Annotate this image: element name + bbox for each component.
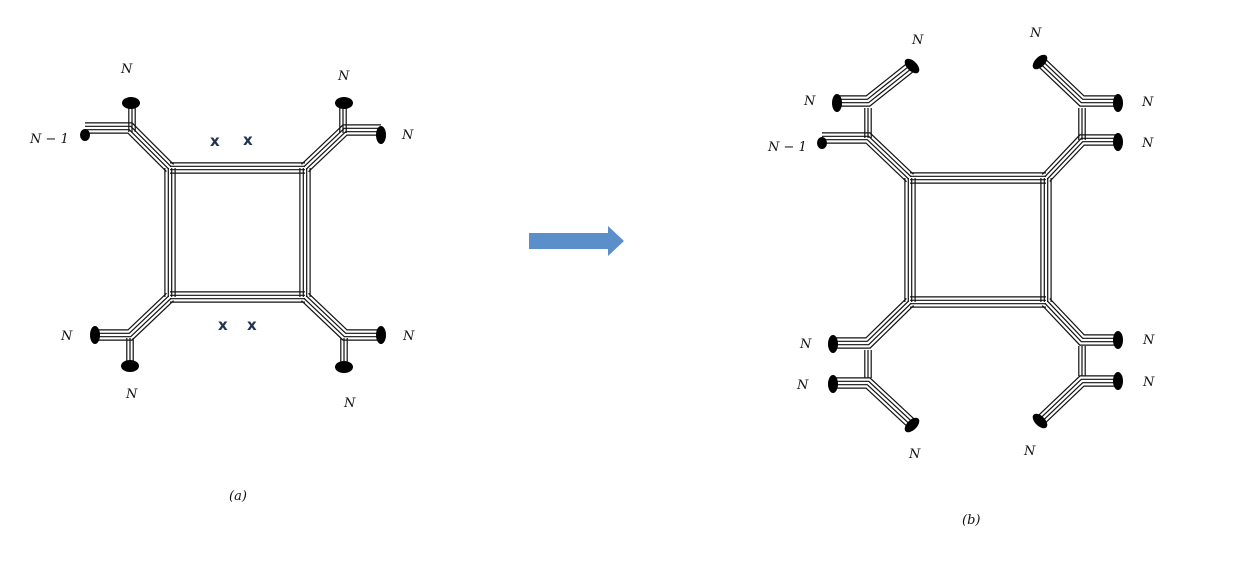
label-b-tl-upper: N <box>803 94 816 109</box>
b-bl-lower-strand-1 <box>833 377 916 421</box>
label-a-bottom-left-lower: N <box>125 387 138 402</box>
mark-a-bottom-left: x <box>218 316 228 334</box>
b-bl-lower-strand-4 <box>833 387 909 429</box>
label-b-bl-lower: N <box>796 378 809 393</box>
endpoint-caps <box>80 54 1123 433</box>
b-tl-upper-strand-4 <box>838 69 916 107</box>
a-tr-side-strand-4 <box>308 134 381 173</box>
label-a-top-left-side: N − 1 <box>29 132 69 147</box>
b-cap-tr-upper <box>1113 94 1123 112</box>
a-cap-tl-side <box>80 129 90 141</box>
label-b-tr-diag: N <box>1029 26 1042 41</box>
b-cap-br-lower <box>1113 372 1123 390</box>
b-bl-side-strand-4 <box>833 297 907 339</box>
b-cap-tr-diag <box>1032 54 1048 70</box>
label-b-br-side: N <box>1142 333 1155 348</box>
a-cap-bl-side <box>90 326 100 344</box>
b-cap-tl-diag <box>904 58 920 74</box>
a-tr-side-strand-2 <box>303 127 381 168</box>
a-bl-side-strand-1 <box>94 300 174 341</box>
a-bl-side-strand-3 <box>94 295 170 334</box>
b-cap-bl-lower <box>828 375 838 393</box>
label-b-tl-side: N − 1 <box>767 140 807 155</box>
a-br-side-strand-2 <box>305 295 381 334</box>
b-br-lower-strand-1 <box>1043 385 1118 426</box>
b-bl-side-strand-1 <box>833 305 915 349</box>
label-a-bottom-right-lower: N <box>343 396 356 411</box>
caption-a: (a) <box>229 489 247 504</box>
b-cap-tr-side <box>1113 133 1123 151</box>
b-tr-upper-strand-2 <box>1038 61 1118 104</box>
label-b-tr-side: N <box>1141 136 1154 151</box>
b-br-side-strand-3 <box>1044 302 1118 343</box>
b-tl-side-strand-4 <box>822 132 914 175</box>
b-tr-side-strand-1 <box>1041 134 1118 175</box>
b-tr-upper-strand-4 <box>1043 56 1118 97</box>
b-bl-side-strand-3 <box>833 300 910 342</box>
mark-a-bottom-right: x <box>247 316 257 334</box>
label-a-top-right-upper: N <box>337 69 350 84</box>
b-cap-br-side <box>1113 331 1123 349</box>
b-br-lower-strand-4 <box>1036 375 1118 418</box>
a-cap-tl-up <box>122 97 140 109</box>
caption-b: (b) <box>962 513 980 528</box>
label-b-tl-diag: N <box>911 33 924 48</box>
b-tr-side-strand-4 <box>1049 144 1118 182</box>
label-a-bottom-right-side: N <box>402 329 415 344</box>
label-a-bottom-left-side: N <box>60 329 73 344</box>
b-cap-tl-side <box>817 137 827 149</box>
b-tr-upper-strand-3 <box>1040 59 1118 100</box>
b-tl-side-strand-2 <box>822 139 910 180</box>
a-cap-br-side <box>376 326 386 344</box>
b-br-side-strand-2 <box>1046 300 1118 339</box>
label-b-bl-side: N <box>799 337 812 352</box>
a-tl-side-strand-2 <box>85 129 170 170</box>
b-tl-side-strand-3 <box>822 135 912 178</box>
label-b-br-diag: N <box>1023 444 1036 459</box>
b-tl-upper-strand-1 <box>838 61 910 97</box>
b-tr-side-strand-3 <box>1046 141 1118 180</box>
mark-a-top-right: x <box>243 131 253 149</box>
a-tl-side-strand-3 <box>85 125 172 168</box>
b-cap-br-diag <box>1032 413 1048 429</box>
a-cap-br-down <box>335 361 353 373</box>
b-tr-upper-strand-1 <box>1036 64 1118 107</box>
transition-arrow <box>529 226 624 256</box>
a-br-side-strand-3 <box>303 297 381 338</box>
a-cap-tr-side <box>376 126 386 144</box>
label-b-tr-upper: N <box>1141 95 1154 110</box>
b-tl-side-strand-1 <box>822 142 907 183</box>
b-cap-tl-upper <box>832 94 842 112</box>
a-bl-side-strand-2 <box>94 297 172 338</box>
a-tl-side-strand-1 <box>85 132 167 173</box>
b-br-lower-strand-2 <box>1040 382 1118 423</box>
b-bl-side-strand-2 <box>833 302 912 346</box>
b-tl-upper-strand-3 <box>838 66 914 104</box>
b-br-lower-strand-3 <box>1038 378 1118 421</box>
mark-a-top-left: x <box>210 132 220 150</box>
a-br-side-strand-4 <box>301 300 381 341</box>
b-br-side-strand-1 <box>1049 298 1118 336</box>
a-cap-tr-up <box>335 97 353 109</box>
label-b-bl-diag: N <box>908 447 921 462</box>
a-bl-side-strand-4 <box>94 292 167 331</box>
b-tr-side-strand-2 <box>1044 137 1118 178</box>
label-b-br-lower: N <box>1142 375 1155 390</box>
a-cap-bl-down <box>121 360 139 372</box>
b-cap-bl-diag <box>904 417 920 433</box>
label-a-top-left-upper: N <box>120 62 133 77</box>
b-br-side-strand-4 <box>1041 305 1118 346</box>
b-tl-upper-strand-2 <box>838 64 912 100</box>
label-a-top-right-side: N <box>401 128 414 143</box>
b-cap-bl-side <box>828 335 838 353</box>
b-bl-lower-strand-3 <box>833 384 912 426</box>
a-br-side-strand-1 <box>308 292 381 331</box>
b-bl-lower-strand-2 <box>833 380 914 424</box>
